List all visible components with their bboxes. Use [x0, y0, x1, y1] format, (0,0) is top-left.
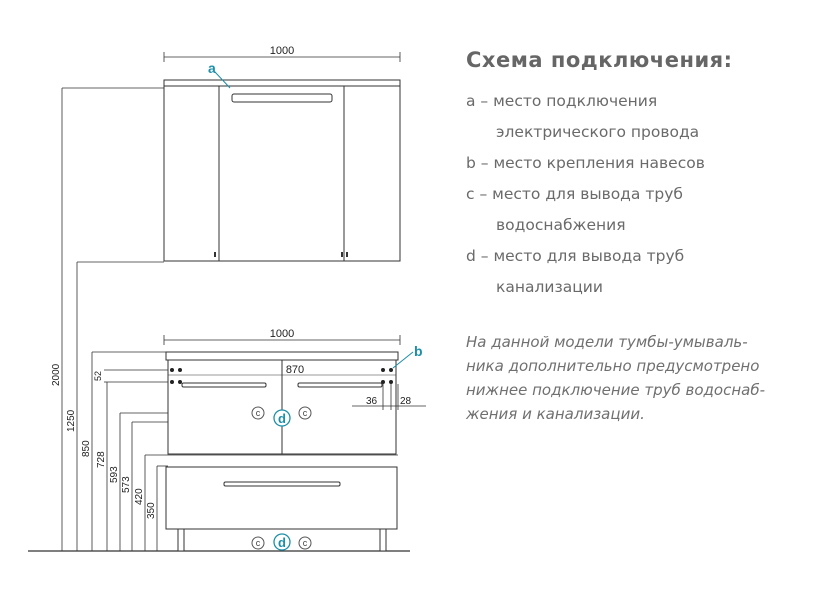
height-2000-label: 2000: [51, 363, 62, 386]
legend-item-c: c – место для вывода труб водоснабжения: [466, 179, 806, 241]
marker-b: b: [414, 343, 423, 359]
svg-text:d: d: [278, 535, 286, 550]
mirror-cabinet: [163, 52, 401, 262]
height-350-label: 350: [146, 502, 157, 519]
water-outlet-lower-right: [298, 536, 312, 550]
legend-item-a: a – место подключения электрического про…: [466, 86, 806, 148]
note-line-1: На данной модели тумбы-умываль-: [466, 333, 748, 351]
height-593-label: 593: [109, 466, 120, 483]
height-52-label: 52: [93, 371, 103, 381]
note-line-4: жения и канализации.: [466, 405, 645, 423]
height-1250-label: 1250: [66, 409, 77, 432]
cabinet-width-label: 1000: [270, 328, 294, 340]
legend-item-a-line2: электрического провода: [496, 123, 700, 141]
legend-item-d-line2: канализации: [496, 278, 603, 296]
legend-item-b-line1: b – место крепления навесов: [466, 154, 705, 172]
note-line-3: нижнее подключение труб водоснаб-: [466, 381, 766, 399]
svg-text:c: c: [303, 408, 308, 418]
legend-item-d: d – место для вывода труб канализации: [466, 241, 806, 303]
height-573-label: 573: [121, 476, 132, 493]
svg-text:c: c: [256, 538, 261, 548]
marker-b-leader: [392, 351, 414, 369]
water-outlet-lower-left: [251, 536, 265, 550]
legend: Схема подключения: a – место подключения…: [466, 48, 806, 303]
svg-text:c: c: [303, 538, 308, 548]
height-728-label: 728: [96, 451, 107, 468]
offset-36-label: 36: [366, 396, 378, 407]
legend-item-b: b – место крепления навесов: [466, 148, 806, 179]
note-line-2: ника дополнительно предусмотрено: [466, 357, 760, 375]
svg-text:d: d: [278, 411, 286, 426]
legend-item-c-line2: водоснабжения: [496, 216, 626, 234]
svg-text:c: c: [256, 408, 261, 418]
drain-outlet-upper: [273, 409, 291, 427]
height-420-label: 420: [134, 488, 145, 505]
marker-a: a: [208, 60, 216, 76]
offset-28-label: 28: [400, 396, 412, 407]
marker-a-leader: [214, 71, 231, 89]
mirror-width-label: 1000: [270, 45, 294, 57]
upper-pipe-markers: c d c: [251, 406, 312, 427]
vanity-cabinet: [163, 335, 401, 455]
water-outlet-left: [251, 406, 265, 420]
height-850-label: 850: [81, 440, 92, 457]
lower-drawer-unit: [165, 466, 398, 552]
right-offset-dims: [352, 384, 426, 410]
legend-item-d-line1: d – место для вывода труб: [466, 247, 685, 265]
water-outlet-right: [298, 406, 312, 420]
drain-outlet-lower: [273, 533, 291, 551]
bottom-connection-note: На данной модели тумбы-умываль- ника доп…: [466, 330, 786, 426]
lower-pipe-markers: c d c: [251, 533, 312, 551]
legend-title: Схема подключения:: [466, 48, 733, 72]
inner-width-label: 870: [286, 364, 304, 376]
legend-item-a-line1: a – место подключения: [466, 92, 658, 110]
mounting-points: [170, 368, 393, 384]
legend-item-c-line1: c – место для вывода труб: [466, 185, 683, 203]
